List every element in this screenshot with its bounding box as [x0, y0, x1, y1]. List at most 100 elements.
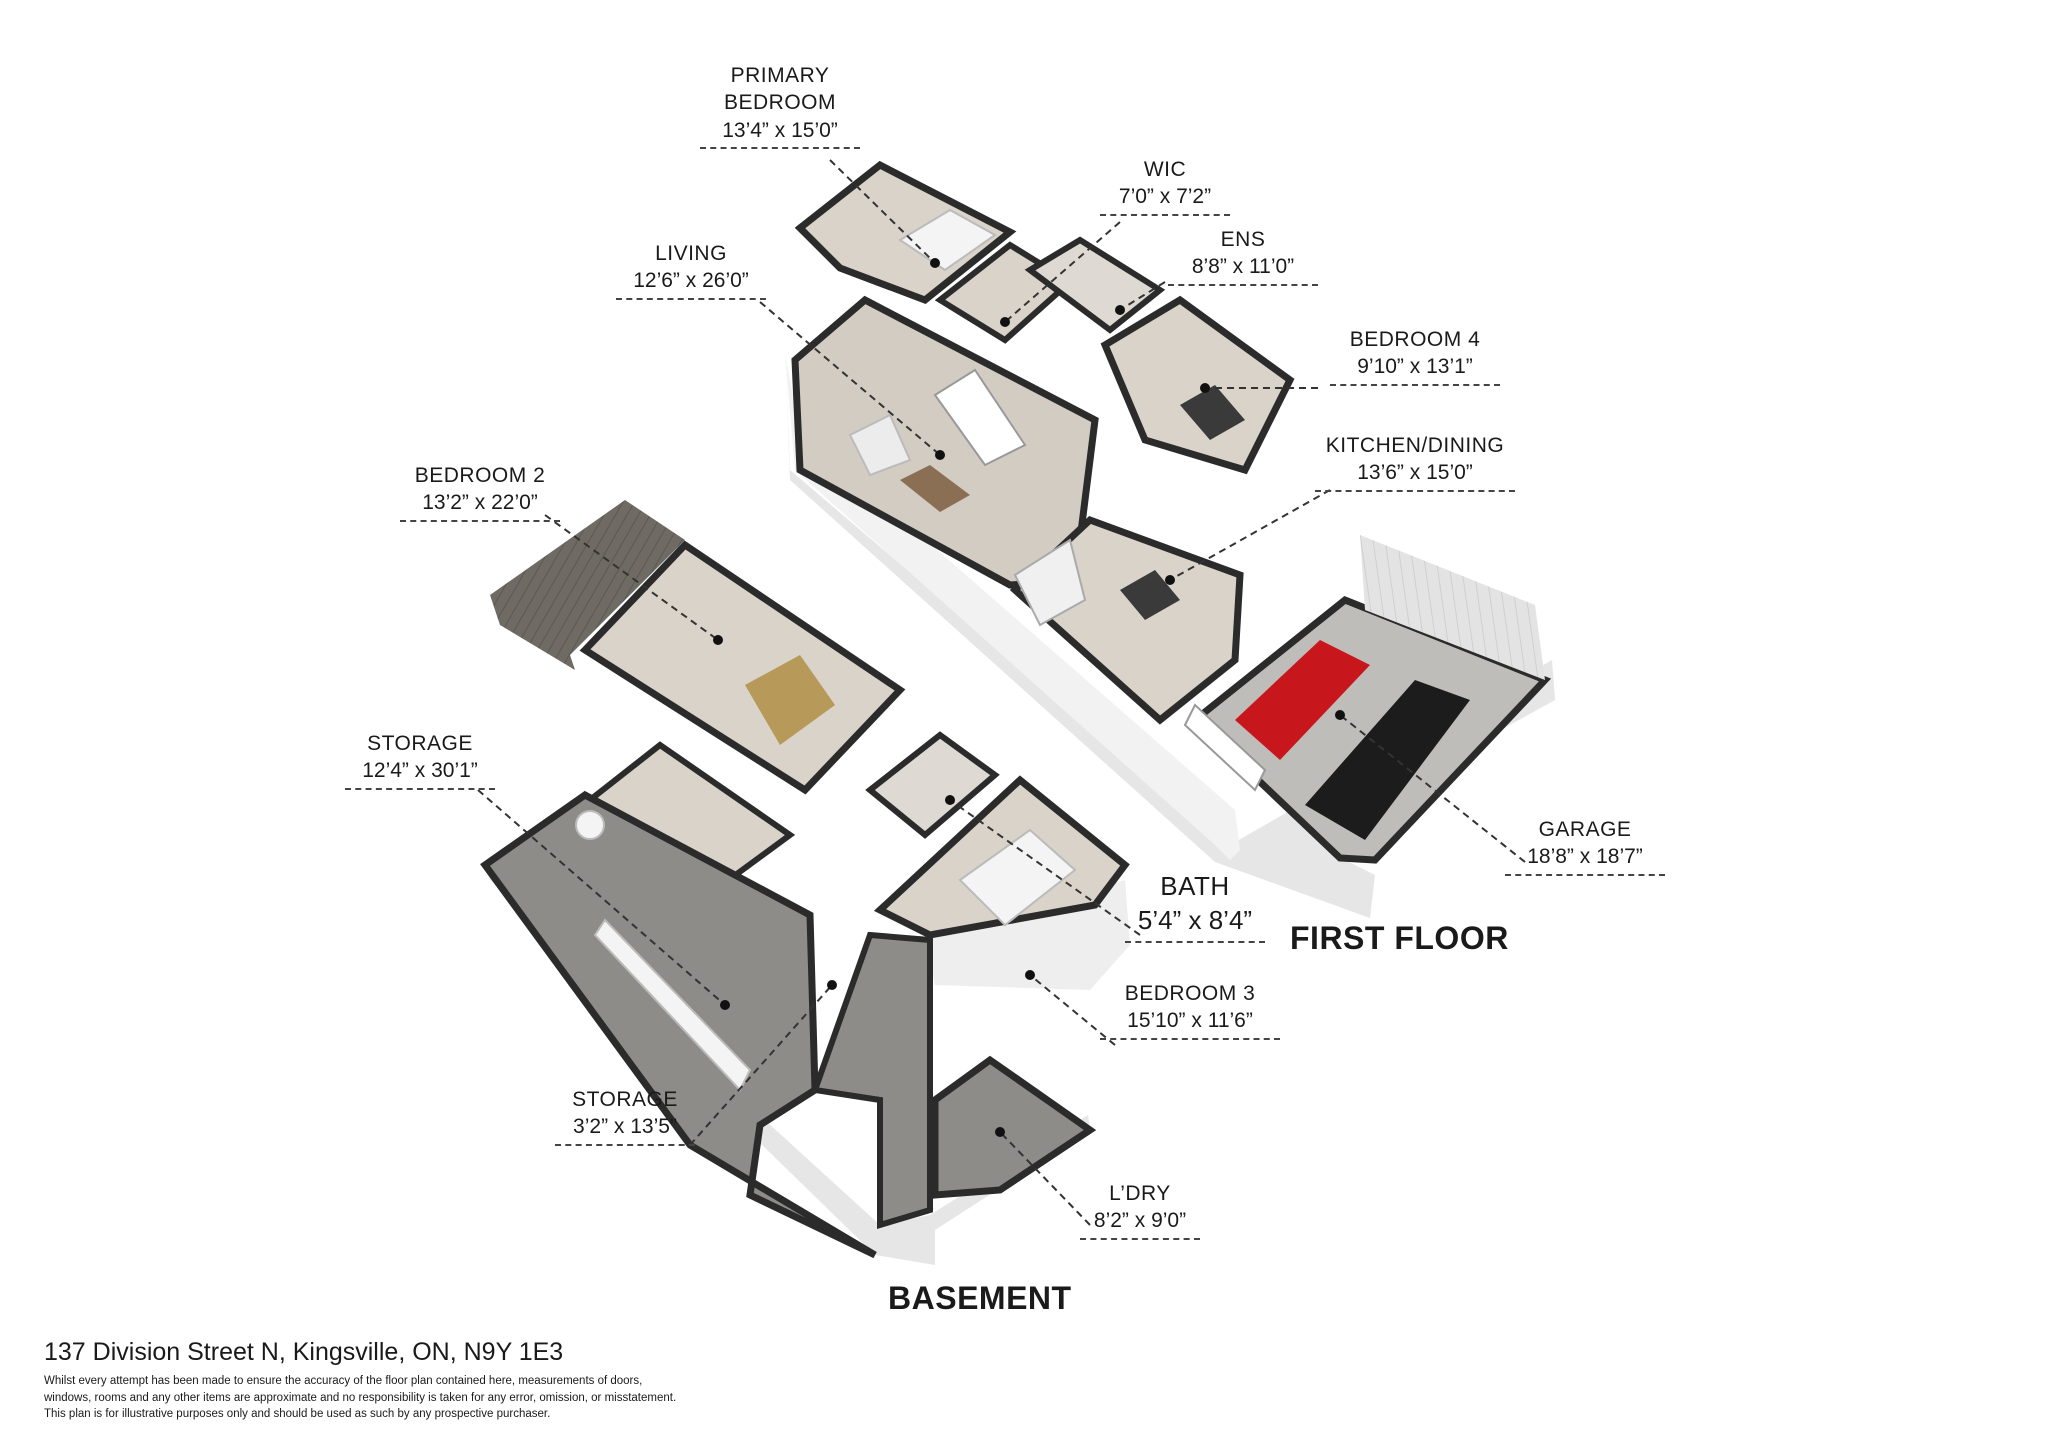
disclaimer-line-3: This plan is for illustrative purposes o… [44, 1408, 551, 1421]
laundry-name: L’DRY [1109, 1182, 1171, 1205]
dining-table [1120, 570, 1180, 620]
first-floor-model [785, 160, 1555, 918]
bedroom-3-name: BEDROOM 3 [1124, 982, 1256, 1005]
red-car [1235, 640, 1370, 760]
dot-bedroom-2 [713, 635, 723, 645]
black-car [1305, 680, 1470, 840]
ens-name: ENS [1220, 228, 1266, 251]
bedroom-2-name: BEDROOM 2 [414, 464, 546, 487]
label-laundry: L’DRY 8’2” x 9’0” [1080, 1180, 1200, 1240]
garage-door [1360, 535, 1545, 680]
label-bedroom-2: BEDROOM 2 13’2” x 22’0” [400, 462, 560, 522]
dot-wic [1000, 317, 1010, 327]
bedroom-2-floor [579, 540, 906, 795]
label-garage: GARAGE 18’8” x 18’7” [1505, 816, 1665, 876]
storage-large-name: STORAGE [367, 732, 473, 755]
storage-small-dim: 3’2” x 13’5” [555, 1113, 695, 1146]
storage-shelf [593, 918, 752, 1092]
footer: 137 Division Street N, Kingsville, ON, N… [44, 1338, 944, 1423]
wic-name: WIC [1143, 158, 1187, 181]
bath-name: BATH [1160, 871, 1230, 901]
dot-kitchen-dining [1165, 575, 1175, 585]
primary-bedroom-dim: 13’4” x 15’0” [700, 117, 860, 149]
label-ens: ENS 8’8” x 11’0” [1168, 226, 1318, 286]
bedroom-3-dim: 15’10” x 11’6” [1100, 1007, 1280, 1040]
bedroom-2-deck [490, 500, 685, 670]
storage-small-name: STORAGE [572, 1088, 678, 1111]
storage-large-dim: 12’4” x 30’1” [345, 757, 495, 790]
garage-name: GARAGE [1538, 818, 1632, 841]
label-bath: BATH 5’4” x 8’4” [1125, 870, 1265, 943]
dot-living [935, 450, 945, 460]
leader-kitchen-dining [1169, 489, 1331, 581]
label-storage-small: STORAGE 3’2” x 13’5” [555, 1086, 695, 1146]
primary-bedroom-floor [794, 160, 1017, 304]
living-floor [791, 295, 1099, 589]
dot-ens [1115, 305, 1125, 315]
leader-garage [1339, 714, 1526, 863]
leader-living [759, 301, 941, 456]
leader-storage-large [477, 789, 726, 1006]
bath-floor [865, 731, 1000, 839]
dot-storage-small [827, 980, 837, 990]
storage-small-floor [810, 931, 933, 1230]
disclaimer-line-2: windows, rooms and any other items are a… [44, 1391, 677, 1404]
garage-floor [1189, 595, 1552, 864]
garage-dim: 18’8” x 18’7” [1505, 843, 1665, 876]
garage-deck-railing [1183, 703, 1267, 792]
label-living: LIVING 12’6” x 26’0” [616, 240, 766, 300]
label-bedroom-4: BEDROOM 4 9’10” x 13’1” [1330, 326, 1500, 386]
kitchen-dining-dim: 13’6” x 15’0” [1315, 459, 1515, 492]
leader-wic [1004, 221, 1121, 323]
laundry-floor [931, 1055, 1097, 1199]
bedroom-3-bed [958, 828, 1077, 927]
bedroom-2-dim: 13’2” x 22’0” [400, 489, 560, 522]
first-floor-title: FIRST FLOOR [1290, 920, 1509, 956]
ens-floor [1024, 236, 1166, 334]
property-address: 137 Division Street N, Kingsville, ON, N… [44, 1338, 564, 1366]
label-bedroom-3: BEDROOM 3 15’10” x 11’6” [1100, 980, 1280, 1040]
dot-storage-large [720, 1000, 730, 1010]
primary-bed [898, 208, 997, 272]
primary-bedroom-name: PRIMARY BEDROOM [723, 64, 836, 115]
disclaimer-line-1: Whilst every attempt has been made to en… [44, 1375, 643, 1387]
kitchen-counter [1013, 538, 1087, 627]
dot-bedroom-4 [1200, 383, 1210, 393]
basement-model [480, 500, 1130, 1265]
dot-garage [1335, 710, 1345, 720]
living-dim: 12’6” x 26’0” [616, 267, 766, 300]
bath-dim: 5’4” x 8’4” [1125, 904, 1265, 943]
dot-laundry [995, 1127, 1005, 1137]
dot-primary-bedroom [930, 258, 940, 268]
laundry-dim: 8’2” x 9’0” [1080, 1207, 1200, 1240]
leader-dots [713, 258, 1345, 1137]
wic-dim: 7’0” x 7’2” [1100, 183, 1230, 216]
leader-lines [477, 159, 1526, 1226]
dot-bedroom-3 [1025, 970, 1035, 980]
bedroom-2-bed [745, 655, 835, 745]
bedroom-4-floor [1100, 295, 1295, 475]
living-sofa [848, 413, 912, 477]
leader-bedroom-3 [1029, 974, 1116, 1046]
dot-bath [945, 795, 955, 805]
bedroom-4-name: BEDROOM 4 [1349, 328, 1481, 351]
bedroom-4-dim: 9’10” x 13’1” [1330, 353, 1500, 386]
bedroom-4-bed [1180, 385, 1245, 440]
coffee-table [900, 465, 970, 512]
kitchen-dining-name: KITCHEN/DINING [1325, 434, 1505, 457]
leader-primary-bedroom [829, 159, 936, 264]
leader-ens [1119, 281, 1166, 311]
water-heater [575, 810, 605, 840]
label-primary-bedroom: PRIMARY BEDROOM 13’4” x 15’0” [700, 62, 860, 149]
basement-title: BASEMENT [888, 1280, 1072, 1316]
label-wic: WIC 7’0” x 7’2” [1100, 156, 1230, 216]
label-storage-large: STORAGE 12’4” x 30’1” [345, 730, 495, 790]
first-floor-exterior-wall-shade [785, 355, 1240, 860]
leader-bath [949, 799, 1141, 936]
stair-railing [933, 368, 1027, 467]
leader-laundry [999, 1131, 1091, 1226]
label-kitchen-dining: KITCHEN/DINING 13’6” x 15’0” [1315, 432, 1515, 492]
ens-dim: 8’8” x 11’0” [1168, 253, 1318, 286]
living-name: LIVING [655, 242, 727, 265]
